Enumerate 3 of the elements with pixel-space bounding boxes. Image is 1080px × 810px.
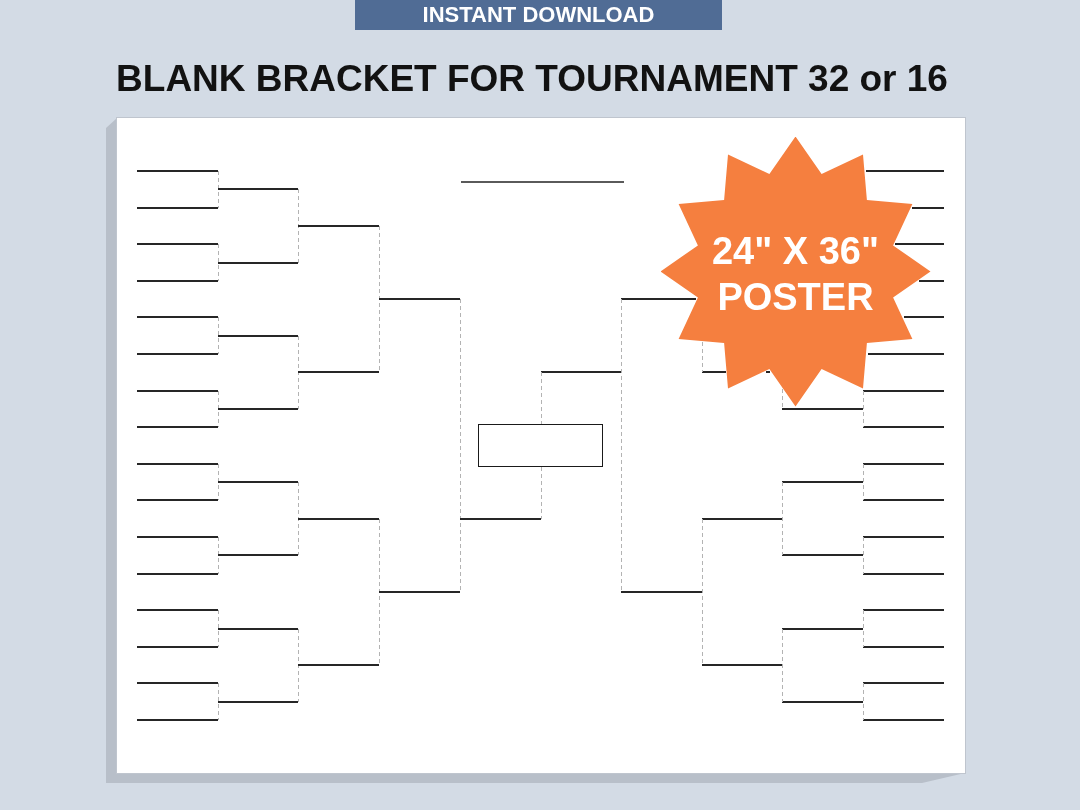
title: BLANK BRACKET FOR TOURNAMENT 32 or 16 — [116, 57, 948, 101]
badge-text: 24" X 36" POSTER — [711, 229, 880, 320]
banner: INSTANT DOWNLOAD — [355, 0, 722, 30]
